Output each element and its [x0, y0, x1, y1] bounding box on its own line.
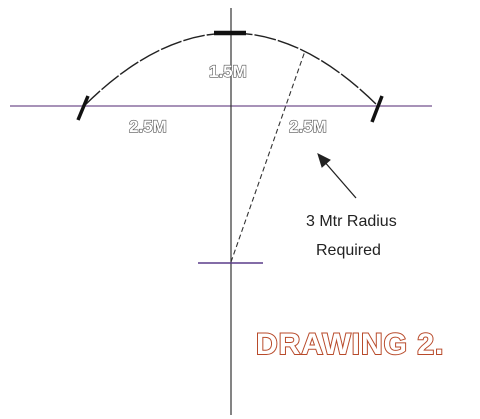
- right-dimension-label: 2.5M: [289, 117, 327, 136]
- left-end-mark: [76, 95, 90, 121]
- pointer-arrow-shaft: [322, 159, 357, 199]
- drawing-title: DRAWING 2.: [256, 328, 444, 361]
- left-dimension-label: 2.5M: [129, 117, 167, 136]
- radius-note-line2: Required: [316, 242, 381, 259]
- top-dimension-label: 1.5M: [209, 62, 247, 81]
- radius-dashed-line: [230, 50, 306, 263]
- right-end-mark: [370, 95, 384, 123]
- radius-note-line1: 3 Mtr Radius: [306, 213, 397, 230]
- pointer-arrow-head: [317, 153, 331, 168]
